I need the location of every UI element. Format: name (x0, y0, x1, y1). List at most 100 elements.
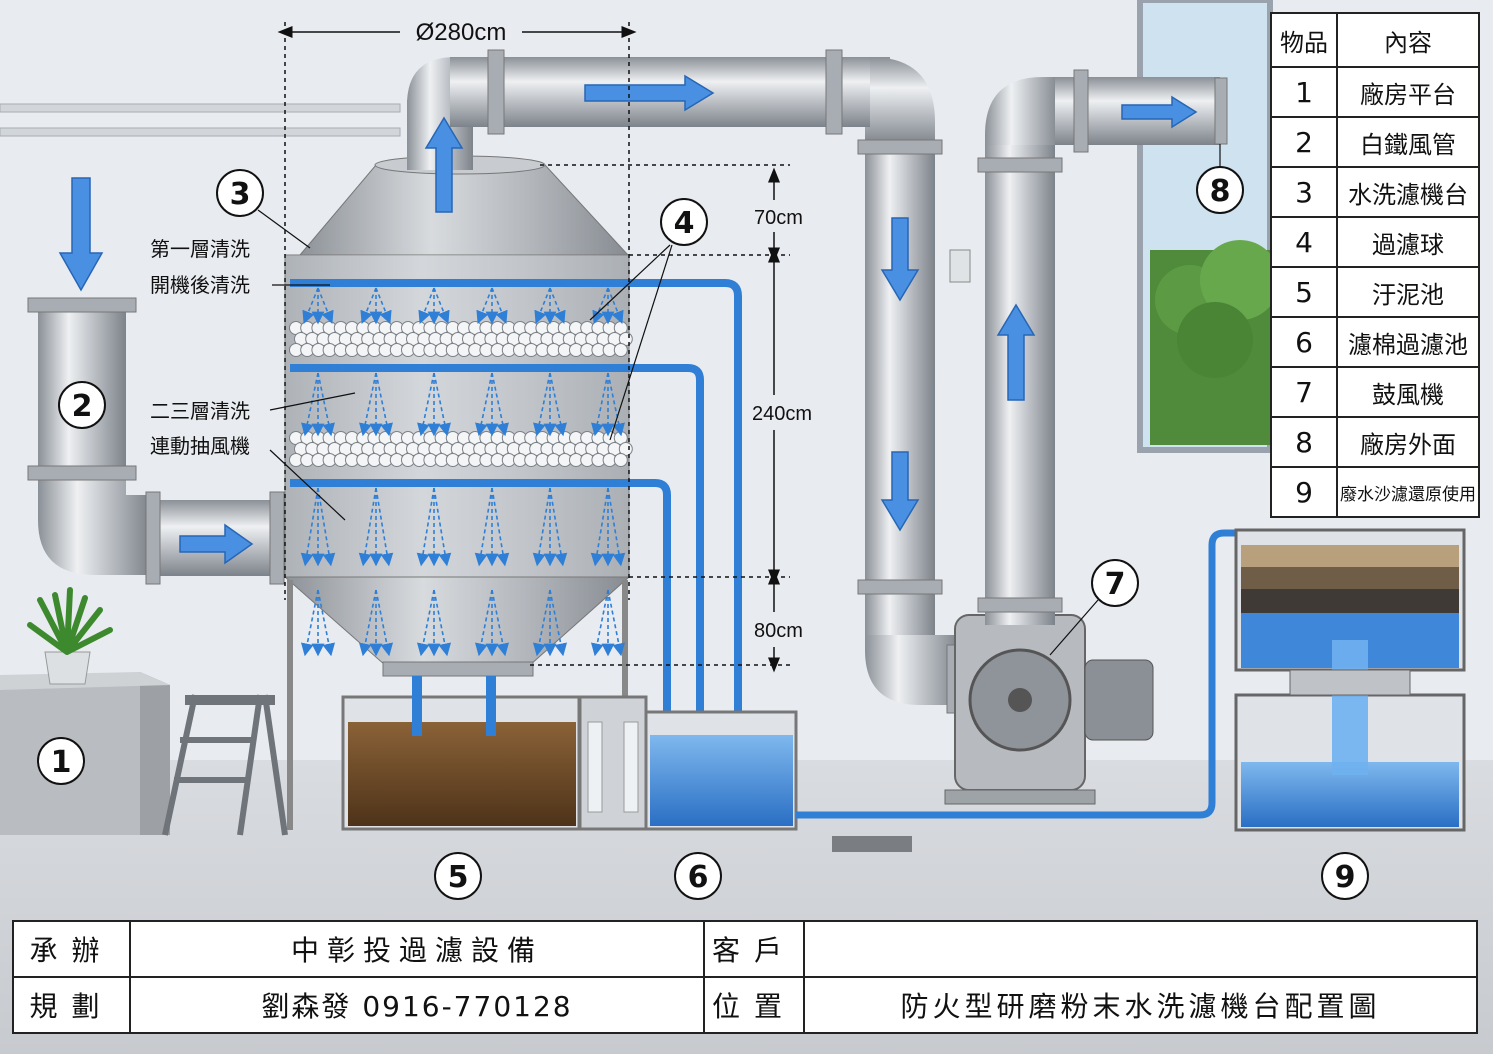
inlet-duct (27, 297, 290, 585)
location-label: 位置 (703, 976, 805, 1034)
svg-text:7: 7 (1105, 567, 1126, 602)
svg-text:3: 3 (230, 177, 251, 212)
legend-row-name: 廠房外面 (1336, 416, 1480, 468)
spray-jet (433, 372, 451, 437)
spray-jet (418, 287, 435, 324)
blower (944, 249, 1154, 805)
spray-jet (590, 487, 609, 567)
spray-jet (375, 487, 394, 567)
spray-jet (317, 487, 336, 567)
factory-platform (0, 672, 170, 835)
spray-jet (433, 487, 452, 567)
legend-row-name: 水洗濾機台 (1336, 166, 1480, 218)
spray-jet (607, 287, 624, 324)
legend-row-no: 1 (1270, 66, 1338, 118)
legend-header-item: 物品 (1270, 12, 1338, 68)
spray-jet (591, 372, 609, 437)
legend-row-no: 7 (1270, 366, 1338, 418)
spray-jet (607, 487, 626, 567)
spray-jet (549, 589, 568, 657)
title-block: 承辦 中彰投過濾設備 客戶 規劃 劉森發 0916-770128 位置 防火型研… (12, 920, 1478, 1034)
spray-jet (375, 372, 393, 437)
spray-jet (433, 589, 452, 657)
spray-jet (532, 487, 551, 567)
spray-jet (317, 589, 336, 657)
callout-layer1-line2: 開機後清洗 (150, 273, 250, 297)
spray-jet (433, 287, 450, 324)
svg-text:1: 1 (51, 745, 72, 780)
marker-1: 1 (37, 737, 85, 785)
spray-jet (491, 287, 508, 324)
spray-jet (491, 487, 510, 567)
marker-3: 3 (216, 169, 264, 217)
legend-row-no: 8 (1270, 416, 1338, 468)
legend-header: 物品 內容 (1270, 12, 1480, 68)
dim-top: 70cm (754, 207, 803, 229)
client-label: 客戶 (703, 920, 805, 978)
filter-ball (613, 343, 628, 357)
spray-jet (491, 372, 509, 437)
location-value: 防火型研磨粉末水洗濾機台配置圖 (803, 976, 1478, 1034)
undertaker-value: 中彰投過濾設備 (129, 920, 705, 978)
filter-cotton-tank (644, 710, 798, 831)
callout-layer23-line1: 二三層清洗 (150, 399, 250, 423)
marker-5: 5 (434, 852, 482, 900)
marker-7: 7 (1091, 559, 1139, 607)
legend-row-no: 9 (1270, 466, 1338, 518)
undertaker-label: 承辦 (12, 920, 131, 978)
legend-row-no: 6 (1270, 316, 1338, 368)
legend-row-name: 白鐵風管 (1336, 116, 1480, 168)
return-pipe (796, 529, 1245, 819)
legend-row-name: 濾棉過濾池 (1336, 316, 1480, 368)
legend-row-no: 3 (1270, 166, 1338, 218)
spray-jet (474, 487, 493, 567)
dimension-lines (277, 22, 790, 673)
dim-middle: 240cm (752, 403, 812, 425)
leader-lines (257, 144, 1221, 656)
spray-jet (607, 372, 625, 437)
airflow-arrows (58, 74, 1198, 565)
legend-row-name: 汙泥池 (1336, 266, 1480, 318)
spray-jet (300, 487, 319, 567)
spray-jet (491, 589, 510, 657)
floor-drain (832, 836, 912, 852)
spray-jet (592, 287, 609, 324)
spray-jet (302, 287, 319, 324)
legend-row-no: 4 (1270, 216, 1338, 268)
marker-2: 2 (58, 381, 106, 429)
spray-jet (549, 287, 566, 324)
svg-text:4: 4 (674, 206, 695, 241)
spray-jet (534, 287, 551, 324)
control-box (949, 249, 971, 283)
spray-jet (416, 589, 435, 657)
svg-text:2: 2 (72, 389, 93, 424)
spray-jet (358, 589, 377, 657)
dim-diameter: Ø280cm (416, 19, 507, 46)
planner-label: 規劃 (12, 976, 131, 1034)
svg-text:9: 9 (1335, 860, 1356, 895)
spray-jet (416, 487, 435, 567)
window (1137, 0, 1280, 453)
spray-jet (417, 372, 435, 437)
callout-layer1-line1: 第一層清洗 (150, 237, 250, 261)
spray-jets (300, 287, 626, 657)
wall-conduit (0, 127, 401, 137)
filter-ball-layer-1 (289, 321, 633, 357)
spray-jet (607, 589, 626, 657)
legend-row-no: 5 (1270, 266, 1338, 318)
spray-jet (474, 589, 493, 657)
legend-row-name: 鼓風機 (1336, 366, 1480, 418)
spray-jet (532, 589, 551, 657)
spray-headers (290, 279, 742, 810)
svg-text:8: 8 (1210, 174, 1231, 209)
planner-value: 劉森發 0916-770128 (129, 976, 705, 1034)
spray-jet (317, 287, 334, 324)
